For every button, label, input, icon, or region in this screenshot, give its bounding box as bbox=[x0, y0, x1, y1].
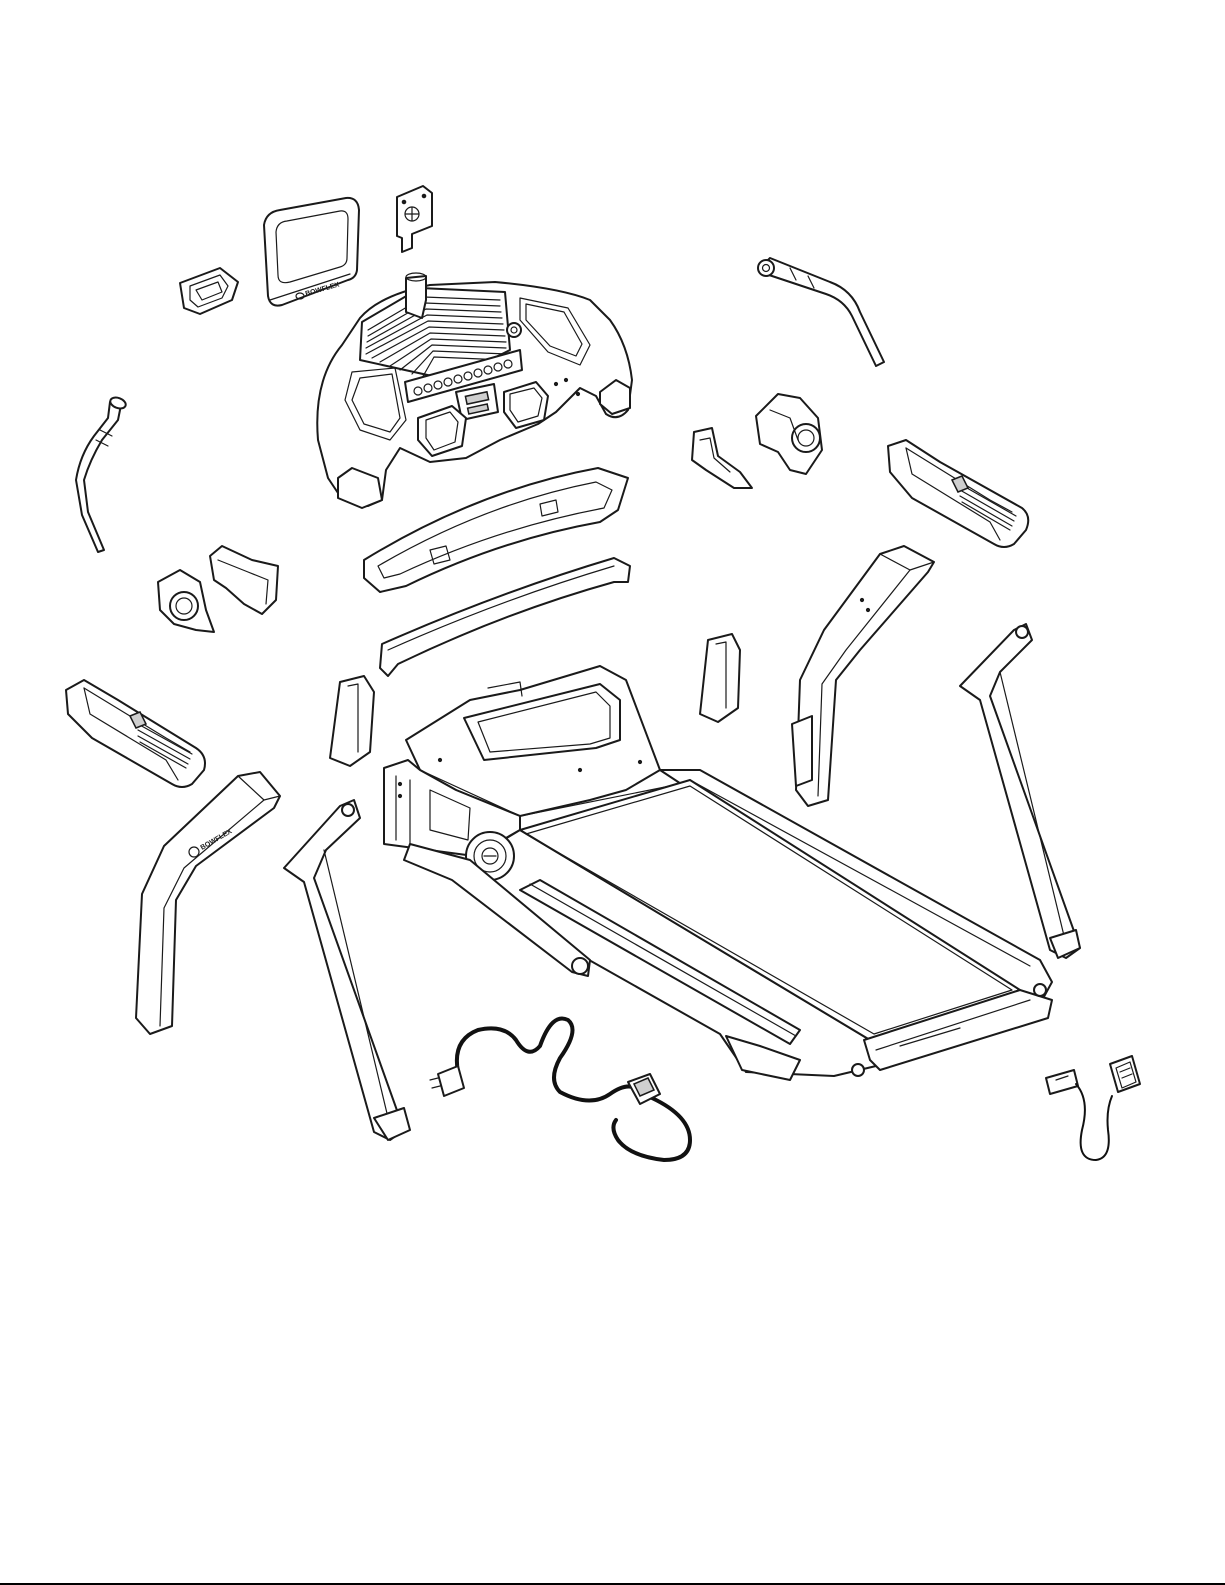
left-upright-cover bbox=[330, 676, 374, 766]
console-mount-bracket bbox=[397, 186, 432, 252]
left-upright: BOWFLEX bbox=[136, 772, 280, 1034]
right-rear-support bbox=[960, 624, 1080, 958]
left-rear-support bbox=[284, 800, 410, 1140]
left-handlebar-upper bbox=[76, 396, 127, 552]
left-handrail bbox=[66, 680, 205, 787]
right-upright-cover bbox=[700, 634, 740, 722]
right-handrail bbox=[888, 440, 1028, 547]
console-display: BOWFLEX bbox=[264, 198, 359, 306]
right-pivot-cover bbox=[692, 394, 822, 488]
left-pivot-cover bbox=[158, 546, 278, 632]
treadmill-base bbox=[384, 666, 1052, 1080]
right-handlebar-upper bbox=[758, 258, 884, 366]
safety-key bbox=[1046, 1056, 1140, 1160]
power-cord bbox=[430, 1018, 690, 1160]
right-upright bbox=[792, 546, 934, 806]
console-cup-holder bbox=[180, 268, 238, 314]
